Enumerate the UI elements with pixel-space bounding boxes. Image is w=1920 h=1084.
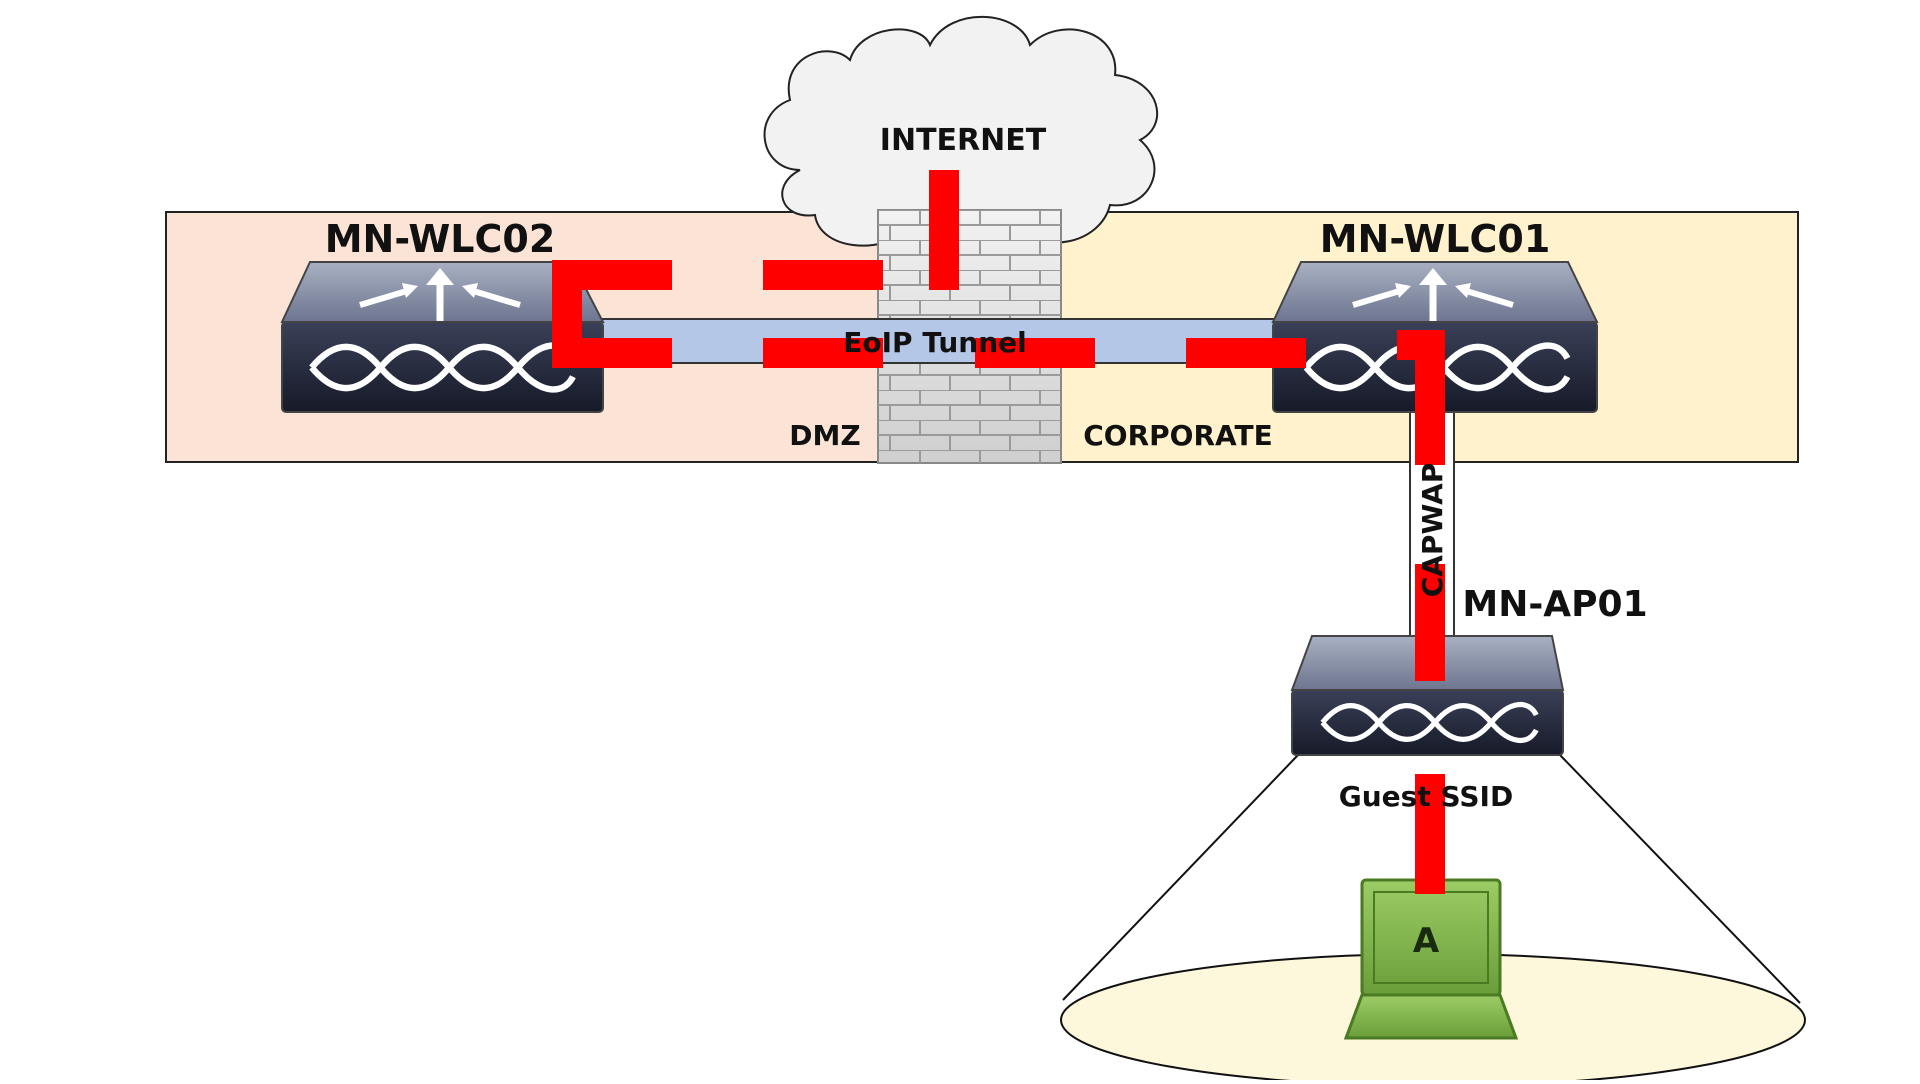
traffic-path-segment	[1415, 564, 1445, 681]
traffic-path-segment	[1415, 774, 1445, 894]
dmz-label: DMZ	[789, 419, 860, 452]
traffic-path	[552, 170, 1445, 894]
eoip-tunnel-label: EoIP Tunnel	[843, 326, 1026, 359]
internet-label: INTERNET	[880, 123, 1047, 158]
traffic-path-segment	[929, 170, 959, 290]
wlc02-arrows-icon	[359, 268, 521, 322]
traffic-path-segment	[1186, 338, 1306, 368]
traffic-path-segment	[763, 260, 883, 290]
traffic-path-segment	[975, 338, 1095, 368]
ap01-label: MN-AP01	[1462, 584, 1647, 625]
eoip-tunnel	[589, 318, 1291, 364]
wlc01-device	[1271, 261, 1599, 413]
wlc02-label: MN-WLC02	[325, 217, 556, 261]
client-label: A	[1413, 921, 1440, 961]
traffic-path-segment	[1415, 330, 1445, 465]
capwap-tunnel-label: CAPWAP	[1416, 463, 1449, 598]
ssid-label: Guest SSID	[1339, 780, 1513, 813]
corporate-label: CORPORATE	[1083, 419, 1273, 452]
wlc02-device	[280, 261, 605, 413]
wlc01-arrows-icon	[1352, 268, 1514, 322]
wlc01-label: MN-WLC01	[1320, 217, 1551, 261]
traffic-path-segment	[552, 338, 672, 368]
traffic-path-segment	[763, 338, 883, 368]
client-laptop: A	[1343, 878, 1519, 1040]
